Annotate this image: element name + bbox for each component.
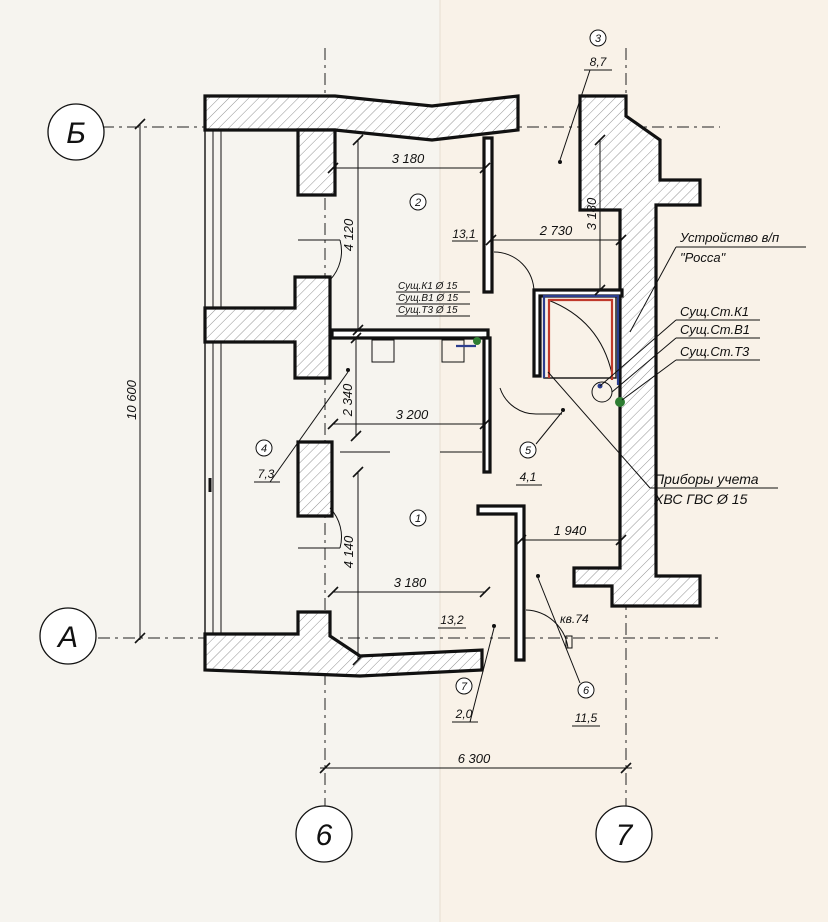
- room-2-number: 2: [414, 197, 421, 209]
- riser-t3: Сущ.Ст.Т3: [680, 344, 750, 359]
- riser-k1: Сущ.Ст.К1: [680, 304, 749, 319]
- room-7-number: 7: [461, 681, 468, 693]
- device-title: Устройство в/п: [679, 230, 779, 245]
- partition-vertical-1: [482, 136, 494, 294]
- axis-b-circle: [47, 103, 105, 161]
- room-6-area: 11,5: [575, 711, 598, 725]
- dim-room4-height: 2 340: [340, 383, 355, 417]
- dim-room2-width: 3 180: [392, 151, 425, 166]
- dim-overall-width: 6 300: [458, 751, 491, 766]
- room-labels: 2 13,1 3 8,7 4 7,3 1 13,2 5 4,1 6 11,5: [254, 29, 612, 727]
- hot-pipe: [547, 298, 614, 380]
- pipe-v1: Сущ.В1 Ø 15: [398, 293, 459, 304]
- room-7-area: 2,0: [455, 707, 473, 721]
- wall-pier-top: [296, 128, 337, 197]
- meters-line2: ХВС ГВС Ø 15: [653, 491, 748, 507]
- riser-v1: Сущ.Ст.В1: [680, 322, 750, 337]
- room-6-marker: [577, 681, 595, 699]
- pipe-t3: Сущ.Т3 Ø 15: [398, 305, 458, 316]
- room-4-area: 7,3: [258, 467, 275, 481]
- meters-line1: Приборы учета: [654, 471, 759, 487]
- room-1-marker: [409, 509, 427, 527]
- wall-top: [203, 94, 520, 142]
- axis-6-label: 6: [316, 819, 333, 852]
- axis-a-label: А: [56, 621, 78, 654]
- balcony: [204, 130, 342, 634]
- room-5-area: 4,1: [520, 470, 537, 484]
- axis-7-circle: [595, 805, 653, 863]
- dim-room1-height: 4 140: [341, 535, 356, 568]
- dim-room2-height: 4 120: [341, 218, 356, 251]
- room-4-marker: [255, 439, 273, 457]
- device-name: "Росса": [680, 250, 727, 265]
- dim-room3-height: 3 180: [584, 197, 599, 230]
- room-3-marker: [589, 29, 607, 47]
- door-room5: [499, 387, 562, 415]
- room-2-marker: [409, 193, 427, 211]
- dim-room4-width: 3 200: [396, 407, 429, 422]
- partition-short: [482, 336, 492, 474]
- wall-right: [572, 94, 702, 608]
- partition-bath: [532, 288, 624, 378]
- room-3-area: 8,7: [590, 55, 608, 69]
- wall-bottom: [203, 610, 484, 678]
- pipes-note: Сущ.К1 Ø 15 Сущ.В1 Ø 15 Сущ.Т3 Ø 15: [396, 281, 470, 317]
- callouts: Устройство в/п "Росса" Сущ.Ст.К1 Сущ.Ст.…: [547, 230, 806, 507]
- room-6-number: 6: [583, 685, 590, 697]
- pipe-k1: Сущ.К1 Ø 15: [398, 281, 458, 292]
- room-1-number: 1: [415, 513, 421, 525]
- sink: [441, 339, 465, 363]
- dim-room6-width: 1 940: [554, 523, 587, 538]
- washing-machine: [371, 339, 395, 363]
- doors: [340, 251, 573, 649]
- axis-a-circle: [39, 607, 97, 665]
- room-5-marker: [519, 441, 537, 459]
- axis-6-circle: [295, 805, 353, 863]
- room-2-area: 13,1: [452, 227, 475, 241]
- dim-overall-height: 10 600: [124, 379, 139, 420]
- apartment-label: кв.74: [560, 612, 589, 626]
- axis-7-label: 7: [616, 819, 634, 852]
- dimension-labels: 10 600 6 300 3 180 4 120 2 730 3 180 2 3…: [124, 151, 599, 766]
- wall-pier-lower: [296, 440, 334, 518]
- dimension-lines: [134, 118, 632, 774]
- room-3-number: 3: [595, 33, 602, 45]
- room-1-area: 13,2: [440, 613, 464, 627]
- dim-room1-width: 3 180: [394, 575, 427, 590]
- dim-room3-width: 2 730: [539, 223, 573, 238]
- room-4-number: 4: [261, 443, 267, 455]
- room-5-number: 5: [525, 445, 532, 457]
- door-room3: [493, 251, 535, 293]
- axis-markers: Б А 6 7: [39, 103, 653, 863]
- walls: [203, 94, 702, 678]
- partition-horizontal: [330, 328, 490, 340]
- room-7-marker: [455, 677, 473, 695]
- wall-pier-middle: [203, 275, 332, 380]
- axis-b-label: Б: [66, 117, 86, 150]
- cold-pipe: [542, 294, 620, 385]
- partition-vertical-2: [476, 504, 526, 662]
